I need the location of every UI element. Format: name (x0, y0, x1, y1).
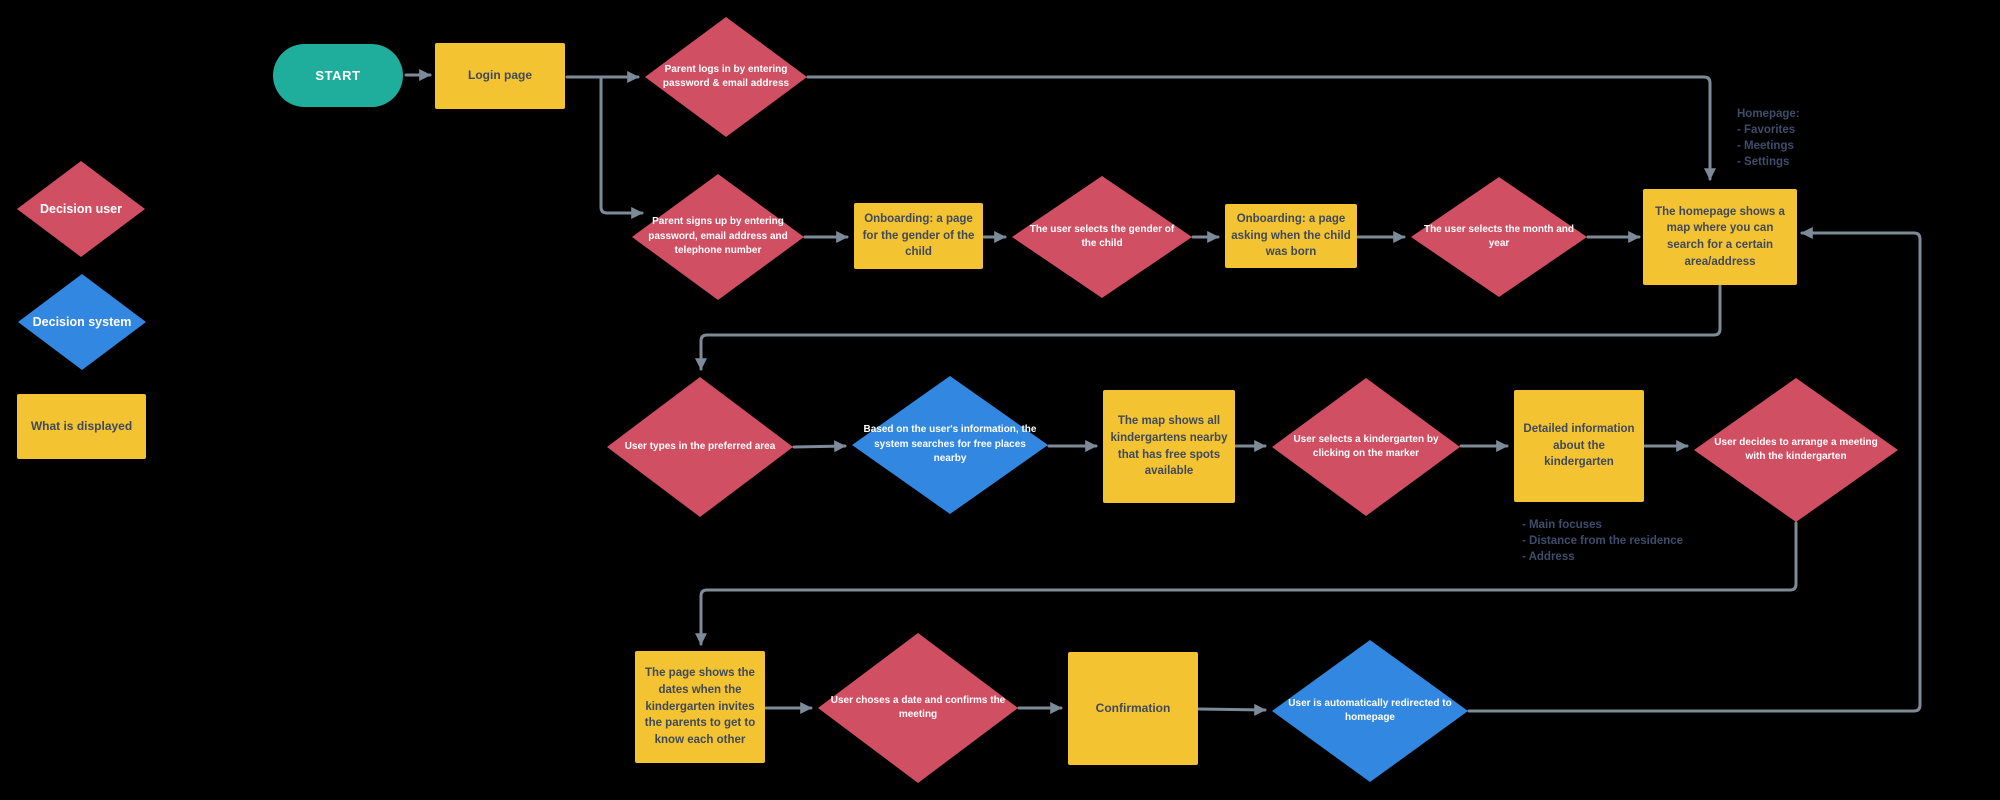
decision-parent-signs-up-label: Parent signs up by entering password, em… (648, 216, 788, 257)
annotation-homepage[interactable]: Homepage: - Favorites - Meetings - Setti… (1737, 106, 1800, 170)
decision-parent-logs-in[interactable]: Parent logs in by entering password & em… (645, 17, 807, 137)
legend-what-is-displayed[interactable]: What is displayed (17, 394, 146, 459)
display-map-shows-label: The map shows all kindergartens nearby t… (1110, 415, 1228, 478)
connector-login-parent-signs-up[interactable] (599, 75, 644, 219)
decision-system-searches[interactable]: Based on the user's information, the sys… (852, 376, 1048, 514)
decision-select-month-year[interactable]: The user selects the month and year (1411, 177, 1587, 297)
decision-decide-meeting-label: User decides to arrange a meeting with t… (1714, 436, 1878, 463)
display-onboarding-gender-label: Onboarding: a page for the gender of the… (862, 212, 975, 259)
display-detailed-info-label: Detailed information about the kindergar… (1523, 422, 1635, 469)
decision-chose-date[interactable]: User choses a date and confirms the meet… (818, 633, 1018, 783)
decision-select-gender[interactable]: The user selects the gender of the child (1012, 176, 1192, 298)
decision-redirected-label: User is automatically redirected to home… (1288, 697, 1452, 724)
legend-decision-system-label: Decision system (32, 314, 132, 329)
annotation-details-item-main-focuses: - Main focuses (1522, 519, 1602, 531)
decision-parent-logs-in-label: Parent logs in by entering password & em… (662, 63, 790, 90)
annotation-homepage-item-meetings: - Meetings (1737, 140, 1794, 152)
decision-select-gender-label: The user selects the gender of the child (1029, 223, 1175, 250)
connector-redirected-homepage[interactable] (1467, 227, 1922, 713)
decision-redirected[interactable]: User is automatically redirected to home… (1272, 640, 1468, 782)
annotation-details-item-address: - Address (1522, 551, 1575, 563)
node-start-label: START (315, 68, 361, 83)
display-onboarding-born-label: Onboarding: a page asking when the child… (1231, 212, 1351, 259)
display-page-dates-label: The page shows the dates when the kinder… (644, 667, 756, 746)
display-page-dates[interactable]: The page shows the dates when the kinder… (635, 651, 765, 763)
decision-decide-meeting[interactable]: User decides to arrange a meeting with t… (1694, 378, 1898, 522)
display-confirmation-label: Confirmation (1095, 700, 1171, 715)
annotation-homepage-title: Homepage: (1737, 108, 1800, 120)
display-detailed-info[interactable]: Detailed information about the kindergar… (1514, 390, 1644, 502)
node-start[interactable]: START (273, 44, 403, 107)
decision-types-area-label: User types in the preferred area (624, 440, 776, 452)
decision-chose-date-label: User choses a date and confirms the meet… (830, 694, 1006, 721)
connector-parent-logs-in-homepage[interactable] (806, 75, 1716, 181)
connector-confirmation-redirected[interactable] (1197, 703, 1267, 716)
decision-parent-signs-up[interactable]: Parent signs up by entering password, em… (632, 174, 804, 300)
legend-decision-user[interactable]: Decision user (17, 161, 145, 257)
decision-system-searches-label: Based on the user's information, the sys… (863, 424, 1037, 465)
display-onboarding-gender[interactable]: Onboarding: a page for the gender of the… (854, 203, 983, 269)
connector-decide-meeting-page-dates[interactable] (695, 521, 1798, 646)
decision-types-area[interactable]: User types in the preferred area (607, 377, 793, 517)
display-homepage-map-label: The homepage shows a map where you can s… (1655, 205, 1785, 268)
display-homepage-map[interactable]: The homepage shows a map where you can s… (1643, 189, 1797, 285)
decision-select-kindergarten-label: User selects a kindergarten by clicking … (1293, 433, 1439, 460)
display-confirmation[interactable]: Confirmation (1068, 652, 1198, 765)
decision-select-kindergarten[interactable]: User selects a kindergarten by clicking … (1272, 378, 1460, 516)
display-login-page[interactable]: Login page (435, 43, 565, 109)
annotation-homepage-item-settings: - Settings (1737, 156, 1790, 168)
legend-decision-user-label: Decision user (40, 201, 122, 216)
display-onboarding-born[interactable]: Onboarding: a page asking when the child… (1225, 204, 1357, 268)
annotation-kindergarten-details[interactable]: - Main focuses - Distance from the resid… (1522, 517, 1683, 565)
annotation-details-item-distance: - Distance from the residence (1522, 535, 1684, 547)
connector-homepage-types-area[interactable] (695, 284, 1722, 371)
connector-types-area-system-searches[interactable] (792, 440, 847, 453)
legend-what-is-displayed-label: What is displayed (30, 418, 133, 433)
display-login-page-label: Login page (468, 68, 532, 83)
legend-decision-system[interactable]: Decision system (18, 274, 146, 370)
decision-select-month-year-label: The user selects the month and year (1423, 223, 1575, 250)
display-map-shows[interactable]: The map shows all kindergartens nearby t… (1103, 390, 1235, 503)
annotation-homepage-item-favorites: - Favorites (1737, 124, 1796, 136)
